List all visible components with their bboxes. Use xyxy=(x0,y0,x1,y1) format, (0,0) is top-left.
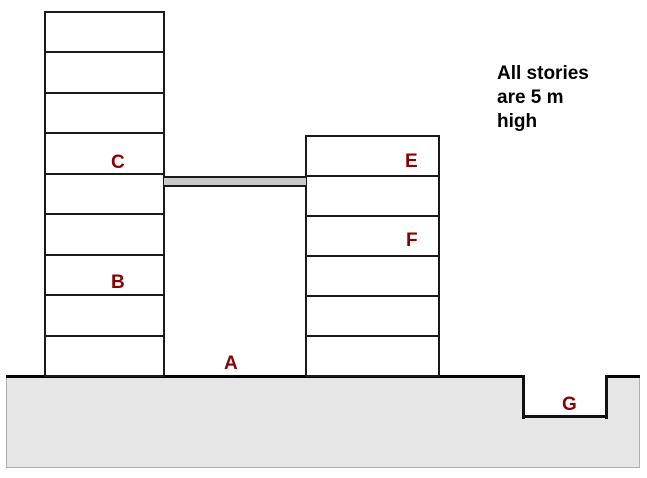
right-building-story-4 xyxy=(307,217,438,257)
left-building-story-5 xyxy=(46,174,163,216)
ground-surface-line-left xyxy=(6,375,524,378)
excavation-right-wall xyxy=(605,375,608,419)
note-line-2: are 5 m xyxy=(497,87,564,108)
label-B: B xyxy=(111,272,125,293)
right-building-story-1 xyxy=(307,337,438,375)
sky-bridge xyxy=(164,176,306,187)
left-building-story-9 xyxy=(46,13,163,54)
right-building-story-3 xyxy=(307,257,438,297)
right-building xyxy=(305,135,440,377)
stories-height-note: All stories are 5 m high xyxy=(497,62,647,134)
label-G: G xyxy=(562,394,577,415)
left-building-story-6 xyxy=(46,134,163,175)
left-building-story-8 xyxy=(46,53,163,94)
excavation-left-wall xyxy=(522,375,525,419)
label-F: F xyxy=(406,230,418,251)
left-building-story-7 xyxy=(46,93,163,135)
excavation-floor xyxy=(522,415,608,418)
label-A: A xyxy=(224,353,238,374)
note-line-1: All stories xyxy=(497,63,589,84)
right-building-story-2 xyxy=(307,297,438,337)
label-E: E xyxy=(405,151,418,172)
label-C: C xyxy=(111,152,125,173)
right-building-story-6 xyxy=(307,137,438,177)
excavation-notch xyxy=(524,375,608,418)
ground-surface-line-right xyxy=(606,375,640,378)
left-building-story-3 xyxy=(46,255,163,297)
left-building xyxy=(44,11,165,377)
left-building-story-2 xyxy=(46,296,163,337)
note-line-3: high xyxy=(497,111,538,132)
right-building-story-5 xyxy=(307,177,438,217)
left-building-story-1 xyxy=(46,336,163,375)
left-building-story-4 xyxy=(46,215,163,256)
